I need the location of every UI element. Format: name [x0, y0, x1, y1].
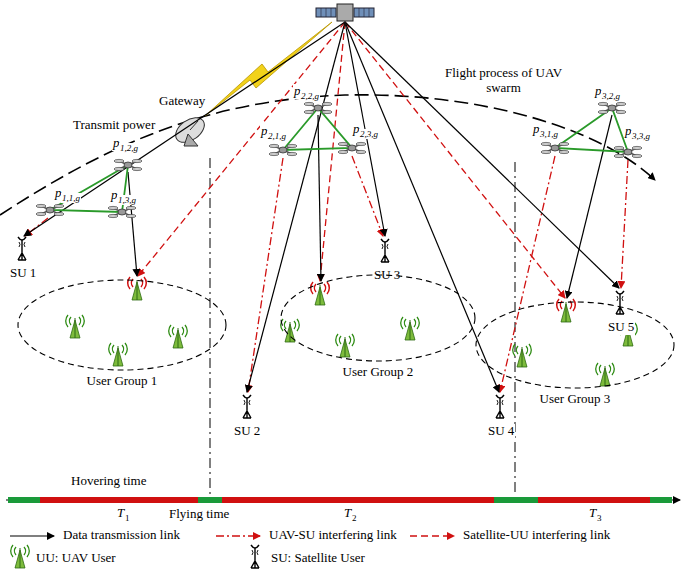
power-subscript: 1,1,g	[61, 193, 81, 203]
flight-label: Flight process of UAV swarm	[440, 66, 567, 96]
user-label: SU 5	[607, 320, 635, 335]
group-label: User Group 2	[342, 364, 415, 379]
user-group-region: User Group 1	[17, 279, 227, 391]
user-label: SU 4	[487, 424, 515, 439]
user-group-region: User Group 2	[280, 274, 476, 382]
user-group-region: User Group 3	[475, 301, 675, 409]
legend-text: SU: Satellite User	[270, 551, 366, 566]
period-subscript: 3	[596, 513, 603, 523]
power-subscript: 2,1,g	[267, 131, 287, 141]
gateway-label: Gateway	[158, 94, 206, 109]
group-label: User Group 1	[86, 373, 159, 388]
power-subscript: 3,2,g	[601, 91, 621, 101]
annotation: Transmit power	[72, 118, 156, 133]
user-label: SU 1	[9, 266, 37, 281]
power-subscript: 2,2,g	[300, 91, 320, 101]
legend-text: Satellite-UU interfering link	[462, 528, 611, 543]
period-subscript: 2	[351, 513, 358, 523]
time-label: Flying time	[168, 507, 230, 522]
group-ellipse	[280, 274, 476, 362]
legend-text: Data transmission link	[62, 528, 181, 543]
time-label: Hovering time	[70, 474, 147, 489]
legend-text: UU: UAV User	[35, 551, 117, 566]
period-subscript: 1	[124, 513, 131, 523]
user-label: SU 2	[233, 424, 261, 439]
power-subscript: 3,1,g	[539, 129, 559, 139]
group-ellipse	[475, 301, 675, 389]
legend-text: UAV-SU interfering link	[268, 528, 398, 543]
power-subscript: 2,3,g	[359, 129, 379, 139]
power-subscript: 3,3,g	[631, 131, 651, 141]
power-subscript: 1,2,g	[119, 143, 139, 153]
power-subscript: 1,3,g	[117, 195, 137, 205]
group-label: User Group 3	[539, 391, 612, 406]
group-ellipse	[17, 279, 227, 371]
